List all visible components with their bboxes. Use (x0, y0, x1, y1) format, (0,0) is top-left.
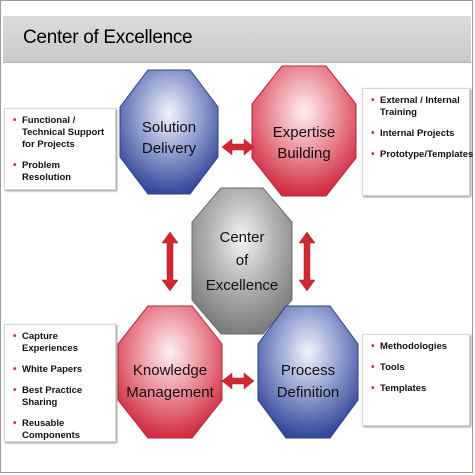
box-process-definition: Methodologies Tools Templates (362, 334, 470, 426)
list-item: Reusable Components (13, 418, 109, 442)
double-arrow-left-icon (161, 231, 179, 292)
double-arrow-top-icon (221, 138, 255, 156)
list-item: External / Internal Training (371, 95, 463, 119)
octagon-solution-delivery (119, 69, 219, 195)
label-process-definition-2: Definition (277, 384, 340, 401)
label-knowledge-management-1: Knowledge (133, 362, 207, 379)
page-title: Center of Excellence (23, 27, 193, 48)
list-item: Templates (371, 383, 463, 395)
label-process-definition-1: Process (281, 362, 335, 379)
list-item: Capture Experiences (13, 331, 109, 355)
octagon-center-of-excellence (191, 187, 293, 335)
label-expertise-building-1: Expertise (273, 124, 336, 141)
label-knowledge-management-2: Management (126, 384, 214, 401)
double-arrow-bottom-icon (221, 372, 255, 390)
list-item: Problem Resolution (13, 160, 109, 184)
octagon-process-definition (257, 305, 359, 439)
label-center-2: of (236, 252, 249, 269)
box-knowledge-management: Capture Experiences White Papers Best Pr… (4, 324, 116, 442)
list-item: Prototype/Templates (371, 149, 473, 161)
list-item: White Papers (13, 364, 109, 376)
label-center-1: Center (219, 229, 264, 246)
label-center-3: Excellence (206, 277, 279, 294)
octagon-knowledge-management (117, 305, 223, 439)
list-item: Methodologies (371, 341, 463, 353)
list-item: Internal Projects (371, 128, 463, 140)
list-item: Functional / Technical Support for Proje… (13, 115, 109, 151)
label-expertise-building-2: Building (277, 145, 330, 162)
list-item: Tools (371, 362, 463, 374)
header-bar: Center of Excellence (3, 16, 471, 63)
box-solution-delivery: Functional / Technical Support for Proje… (4, 108, 116, 190)
octagon-expertise-building (251, 65, 357, 197)
label-solution-delivery-1: Solution (142, 119, 196, 136)
label-solution-delivery-2: Delivery (142, 140, 197, 157)
double-arrow-right-icon (298, 231, 316, 292)
list-item: Best Practice Sharing (13, 385, 109, 409)
box-expertise-building: External / Internal Training Internal Pr… (362, 88, 473, 196)
